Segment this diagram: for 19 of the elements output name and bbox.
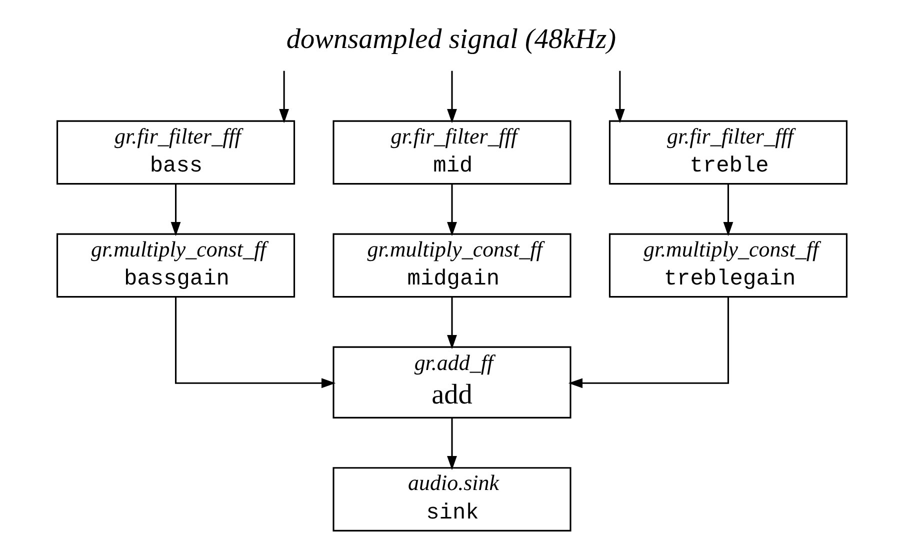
arrow bbox=[723, 184, 734, 236]
arrow bbox=[568, 296, 729, 388]
arrow bbox=[447, 297, 457, 350]
arrow bbox=[170, 184, 181, 236]
arrow bbox=[175, 296, 336, 388]
node-text: downsampled signal (48kHz) bbox=[286, 24, 616, 55]
node-box: gr.multiply_const_ff treblegain bbox=[608, 233, 848, 298]
node-box: gr.add_ff add bbox=[332, 346, 572, 418]
node-box: gr.fir_filter_fff treble bbox=[608, 120, 848, 185]
node-box: gr.multiply_const_ff bassgain bbox=[56, 233, 296, 298]
node-box: gr.fir_filter_fff bass bbox=[56, 120, 296, 185]
arrow bbox=[447, 418, 457, 470]
arrow bbox=[447, 184, 457, 236]
node-box: audio.sink sink bbox=[332, 467, 572, 532]
node-box: gr.fir_filter_fff mid bbox=[332, 120, 572, 185]
arrow bbox=[614, 70, 625, 124]
node-box: gr.multiply_const_ff midgain bbox=[332, 233, 572, 298]
arrow bbox=[447, 70, 457, 124]
arrow bbox=[279, 70, 290, 124]
